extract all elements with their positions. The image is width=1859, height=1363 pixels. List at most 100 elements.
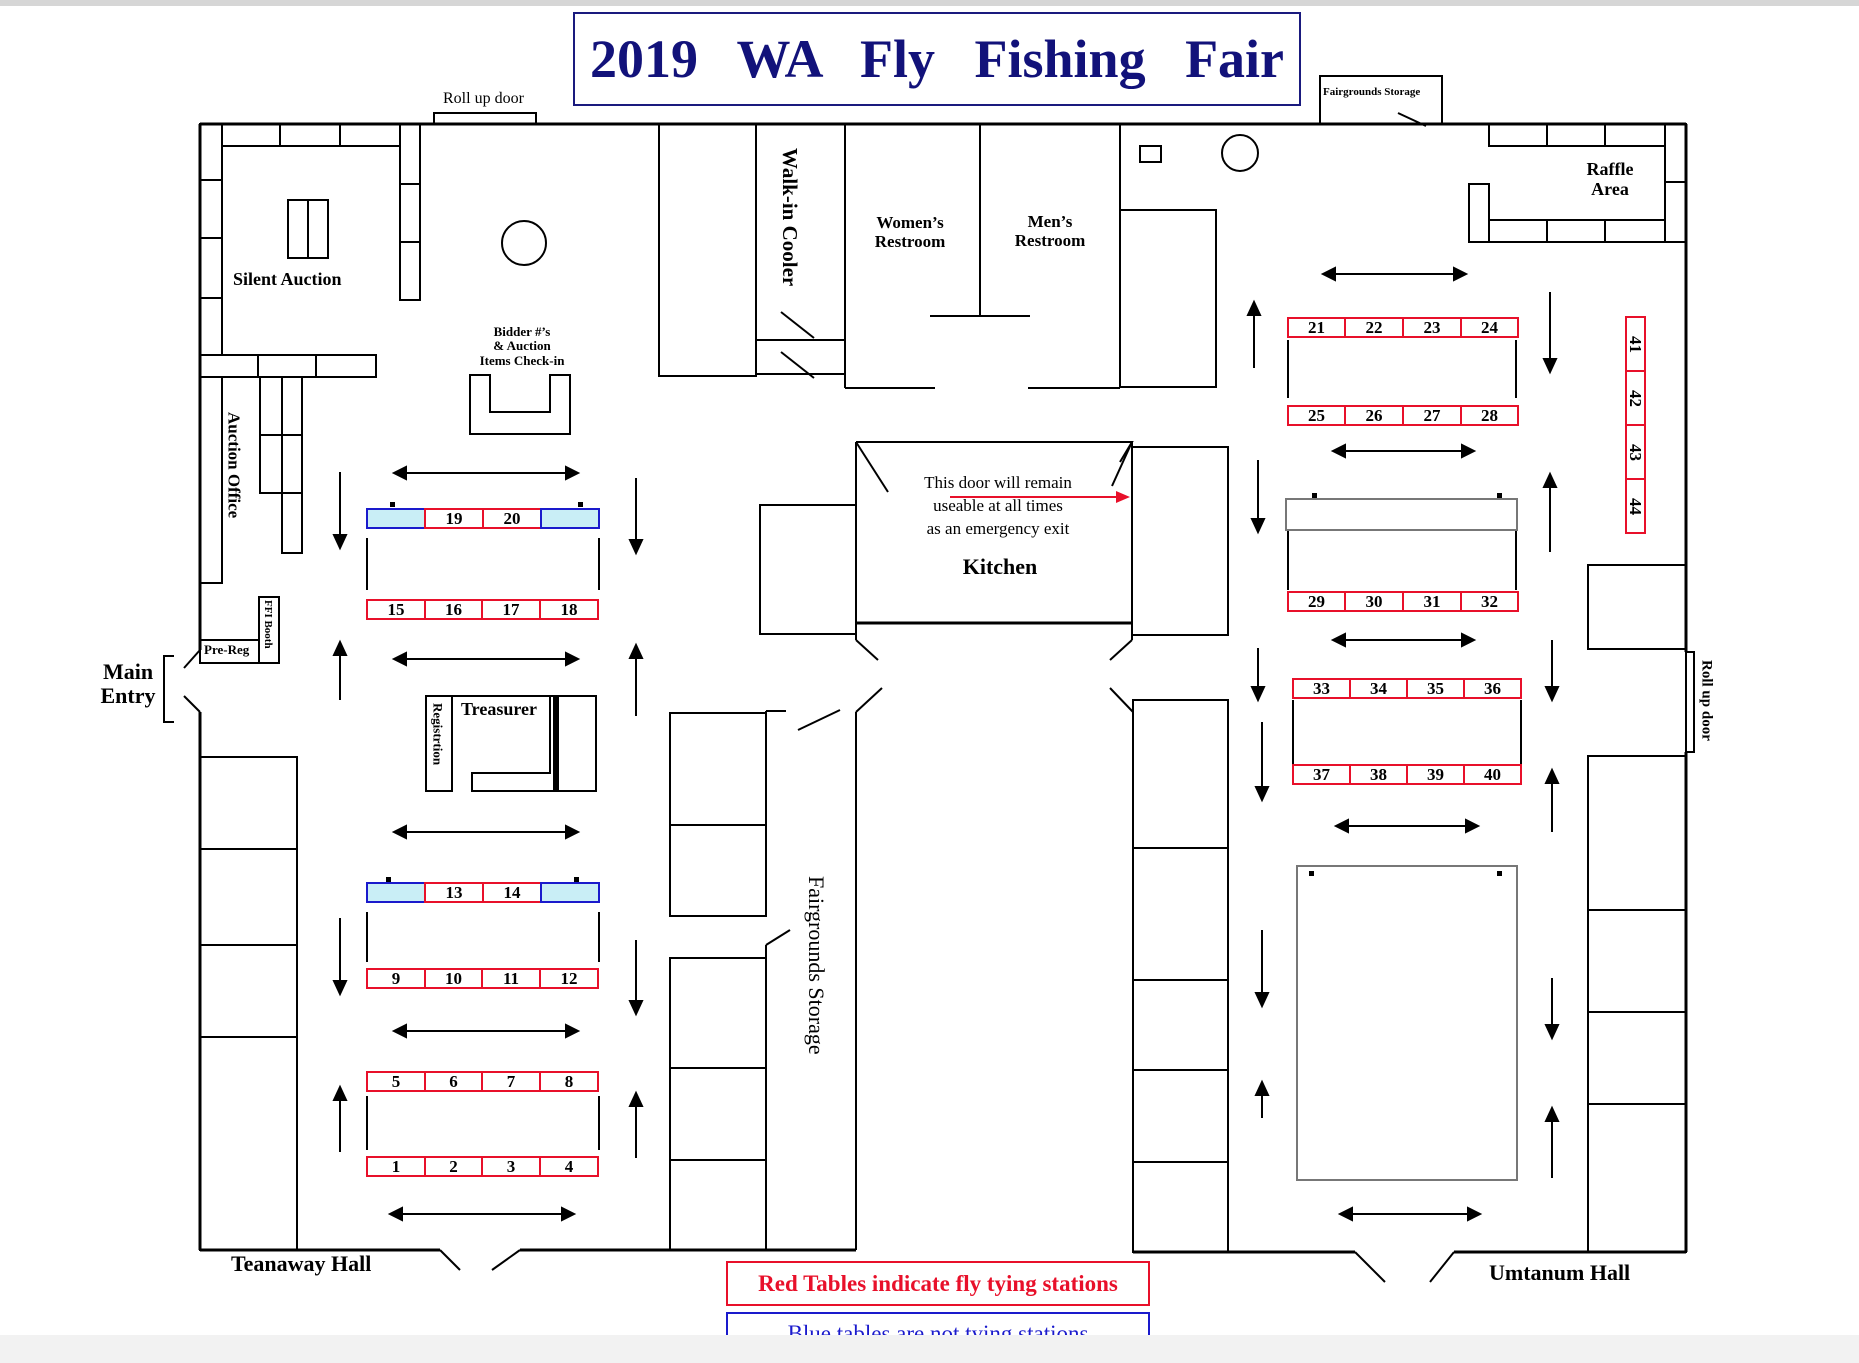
table-number: 9: [391, 969, 401, 988]
flow-arrow: [1542, 471, 1558, 552]
flow-arrow: [628, 940, 644, 1017]
table-number: 22: [1365, 318, 1383, 337]
table-number: 37: [1313, 765, 1330, 784]
flow-arrow: [1250, 648, 1266, 703]
two-way-arrow: [391, 465, 581, 481]
table-number: 36: [1484, 679, 1501, 698]
two-way-arrow: [1337, 1206, 1483, 1222]
flow-arrow: [1544, 1105, 1560, 1178]
table-number: 8: [564, 1072, 574, 1091]
table-number: 21: [1308, 318, 1325, 337]
two-way-arrow: [1320, 266, 1469, 282]
red-table: [1460, 405, 1519, 426]
roll-up-door-label: Roll up door: [443, 90, 524, 107]
red-table: [1460, 591, 1519, 612]
table-number: 19: [445, 509, 463, 528]
table-number: 6: [449, 1072, 458, 1091]
table-number: 29: [1308, 592, 1325, 611]
red-table: [539, 599, 599, 620]
pre-reg-label: Pre-Reg: [204, 642, 250, 657]
table-number: 17: [502, 600, 520, 619]
table-number: 43: [1626, 443, 1645, 461]
registration-label: Registrtion: [430, 703, 446, 766]
table-number: 24: [1481, 318, 1498, 337]
table-number: 35: [1427, 679, 1444, 698]
table-number: 5: [391, 1072, 401, 1091]
table-number: 4: [564, 1157, 574, 1176]
table-number: 3: [506, 1157, 516, 1176]
auction-office-label: Auction Office: [224, 412, 244, 519]
blue-table: [540, 882, 600, 903]
flow-arrow: [1544, 978, 1560, 1041]
red-table: [1625, 478, 1646, 534]
flow-arrow: [1250, 460, 1266, 535]
red-table: [539, 1156, 599, 1177]
red-table: [539, 1071, 599, 1092]
table-number: 2: [449, 1157, 458, 1176]
flow-arrow: [1254, 1079, 1270, 1118]
table-number: 26: [1365, 406, 1383, 425]
two-way-arrow: [391, 1023, 581, 1039]
table-number: 39: [1427, 765, 1444, 784]
red-table: [539, 968, 599, 989]
table-number: 44: [1626, 497, 1645, 515]
flow-arrow: [628, 478, 644, 556]
teanaway-hall-label: Teanaway Hall: [231, 1251, 372, 1276]
two-way-arrow: [387, 1206, 577, 1222]
table-number: 40: [1484, 765, 1501, 784]
legend-red-tables: Red Tables indicate fly tying stations: [726, 1261, 1150, 1306]
table-number: 12: [560, 969, 578, 988]
table-number: 1: [391, 1157, 401, 1176]
walk-in-cooler-label: Walk-in Cooler: [778, 148, 803, 287]
table-number: 42: [1626, 389, 1645, 407]
table-number: 34: [1370, 679, 1387, 698]
blue-table: [366, 882, 426, 903]
flow-arrow: [1544, 640, 1560, 703]
blue-table: [366, 508, 426, 529]
fairgrounds-storage-label: Fairgrounds Storage: [804, 876, 830, 1055]
roll-up-door-right-label: Roll up door: [1698, 660, 1715, 741]
table-number: 27: [1423, 406, 1441, 425]
ffi-booth-label: FFI Booth: [262, 600, 275, 649]
table-number: 31: [1423, 592, 1441, 611]
two-way-arrow: [391, 651, 581, 667]
flow-arrow: [628, 1090, 644, 1158]
page-title: 2019 WA Fly Fishing Fair: [573, 12, 1301, 106]
table-number: 25: [1308, 406, 1325, 425]
table-number: 10: [445, 969, 462, 988]
flow-arrow: [1544, 767, 1560, 832]
two-way-arrow: [1330, 632, 1477, 648]
red-table: [1460, 317, 1519, 338]
table-number: 30: [1365, 592, 1383, 611]
browser-top-edge: [0, 0, 1859, 6]
table-number: 23: [1423, 318, 1441, 337]
two-way-arrow: [1330, 443, 1477, 459]
flow-arrow: [1254, 722, 1270, 803]
table-number: 16: [445, 600, 462, 619]
umtanum-hall-label: Umtanum Hall: [1489, 1260, 1631, 1285]
treasurer-label: Treasurer: [461, 699, 537, 719]
table-number: 13: [445, 883, 463, 902]
flow-arrow: [332, 918, 348, 997]
table-number: 28: [1481, 406, 1498, 425]
table-number: 41: [1626, 335, 1645, 353]
table-number: 11: [502, 969, 520, 988]
table-number: 38: [1370, 765, 1387, 784]
table-number: 33: [1313, 679, 1330, 698]
table-number: 15: [387, 600, 405, 619]
two-way-arrow: [391, 824, 581, 840]
blue-table: [540, 508, 600, 529]
flow-arrow: [332, 1084, 348, 1152]
silent-auction-label: Silent Auction: [233, 269, 342, 289]
flow-arrow: [332, 639, 348, 700]
fairgrounds-storage-top-label: Fairgrounds Storage: [1323, 86, 1421, 98]
table-number: 18: [560, 600, 578, 619]
kitchen-label: Kitchen: [962, 554, 1038, 579]
